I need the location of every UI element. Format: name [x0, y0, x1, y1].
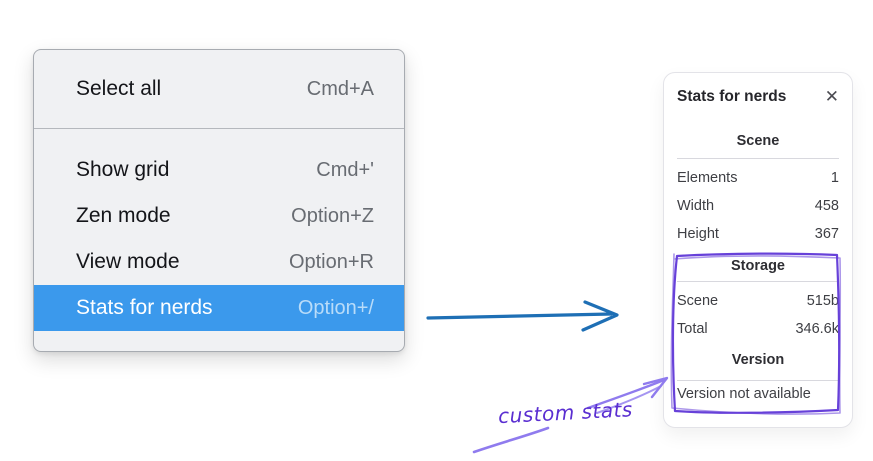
menu-item-shortcut: Option+Z: [291, 204, 374, 227]
section-heading-version: Version: [731, 352, 785, 368]
section-divider: [677, 158, 839, 159]
menu-item-shortcut: Option+R: [288, 250, 374, 273]
stat-value: 346.6k: [795, 321, 839, 337]
menu-divider: [34, 128, 404, 129]
menu-item-label: Stats for nerds: [76, 296, 213, 319]
section-heading-scene: Scene: [736, 133, 780, 149]
stat-row-height: Height 367: [677, 220, 839, 248]
menu-item-stats-for-nerds[interactable]: Stats for nerds Option+/: [34, 285, 404, 331]
context-menu: Select all Cmd+A Show grid Cmd+' Zen mod…: [33, 49, 405, 352]
stat-label: Elements: [677, 170, 738, 186]
stats-panel: Stats for nerds ✕ Scene Elements 1 Width…: [663, 72, 853, 428]
menu-item-shortcut: Cmd+': [316, 158, 374, 181]
annotation-arrow-tail: [472, 426, 550, 454]
menu-item-view-mode[interactable]: View mode Option+R: [34, 239, 404, 285]
menu-item-shortcut: Cmd+A: [306, 77, 374, 100]
stat-label: Height: [677, 226, 719, 242]
section-heading-storage: Storage: [731, 258, 785, 274]
menu-item-label: Select all: [76, 77, 162, 100]
stat-label: Width: [677, 198, 715, 214]
menu-item-label: Show grid: [76, 158, 170, 181]
close-icon: ✕: [824, 86, 839, 107]
version-note: Version not available: [677, 386, 811, 402]
close-button[interactable]: ✕: [824, 86, 839, 107]
menu-item-label: View mode: [76, 250, 180, 273]
stat-value: 515b: [806, 293, 839, 309]
menu-item-show-grid[interactable]: Show grid Cmd+': [34, 147, 404, 193]
stat-label: Total: [677, 321, 708, 337]
menu-item-shortcut: Option+/: [297, 296, 374, 319]
menu-item-select-all[interactable]: Select all Cmd+A: [34, 66, 404, 112]
menu-item-label: Zen mode: [76, 204, 171, 227]
stat-row-total-storage: Total 346.6k: [677, 315, 839, 343]
stat-row-scene-storage: Scene 515b: [677, 287, 839, 315]
stats-panel-title: Stats for nerds: [677, 88, 787, 105]
menu-item-zen-mode[interactable]: Zen mode Option+Z: [34, 193, 404, 239]
stat-label: Scene: [677, 293, 719, 309]
section-divider: [677, 281, 839, 282]
stat-value: 458: [814, 198, 839, 214]
connector-arrow-shaft: [426, 312, 613, 320]
annotation-label: custom stats: [497, 397, 634, 429]
stat-row-width: Width 458: [677, 192, 839, 220]
stat-row-elements: Elements 1: [677, 164, 839, 192]
section-divider: [677, 380, 839, 381]
stats-panel-header: Stats for nerds ✕: [677, 86, 839, 108]
connector-arrow-head: [581, 300, 619, 332]
stat-value: 367: [814, 226, 839, 242]
connector-arrow: [426, 300, 619, 332]
stat-value: 1: [830, 170, 839, 186]
